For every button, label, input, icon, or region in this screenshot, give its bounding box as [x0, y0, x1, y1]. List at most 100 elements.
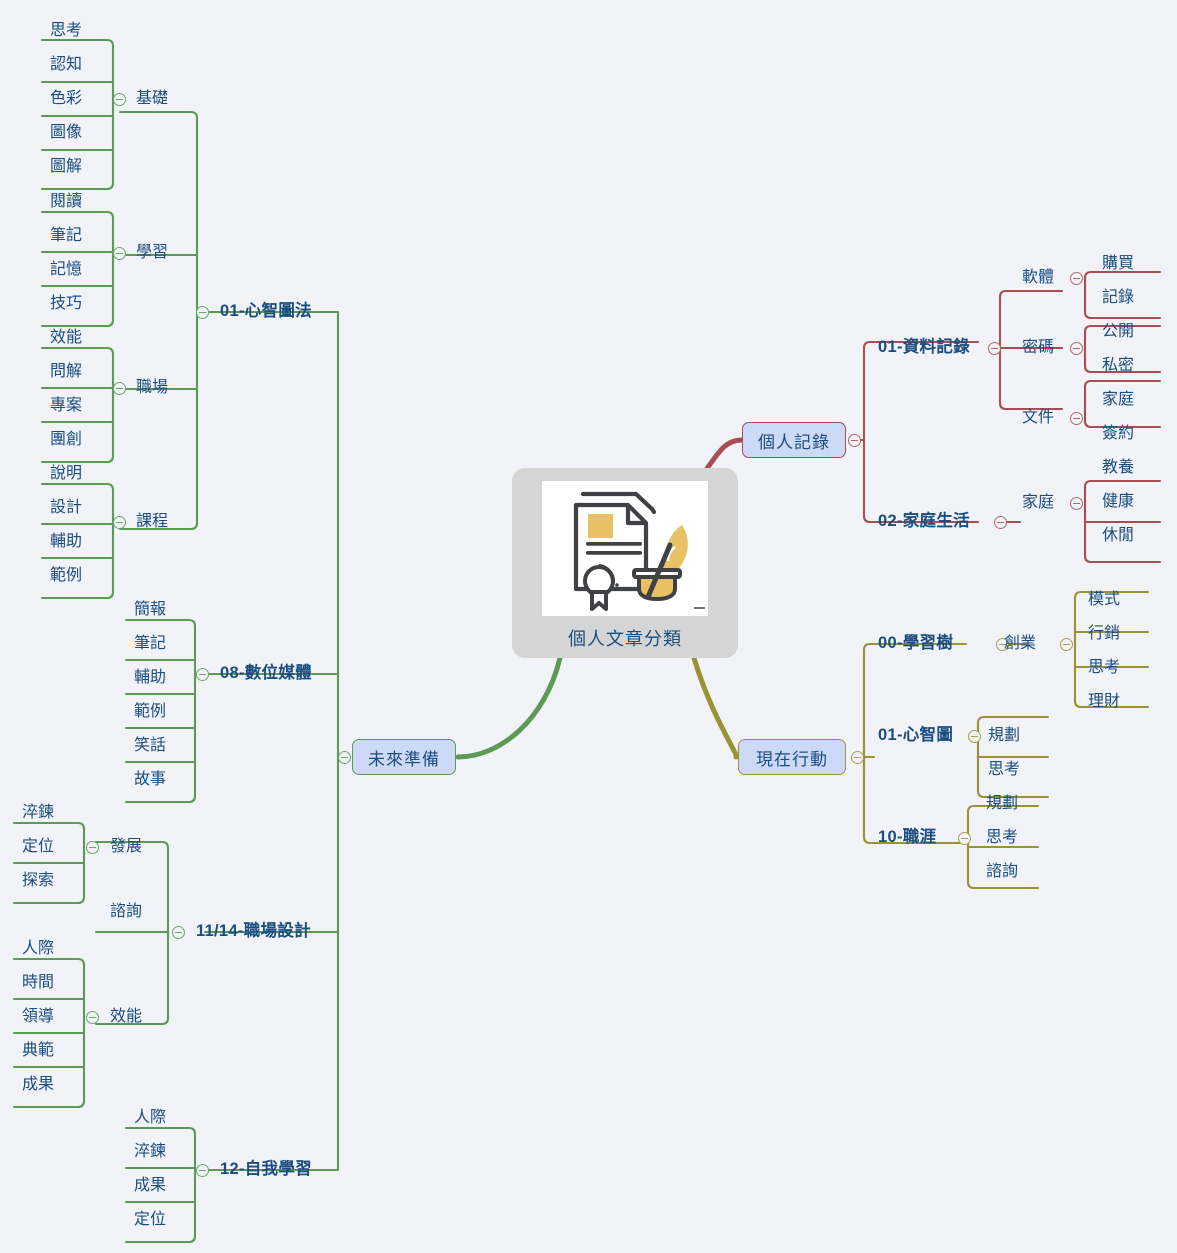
node-01-mindmap[interactable]: 01-心智圖 — [878, 726, 954, 744]
leaf-jianbao[interactable]: 簡報 — [134, 601, 167, 618]
node-10-career[interactable]: 10-職涯 — [878, 828, 937, 846]
node-jichu[interactable]: 基礎 — [136, 90, 169, 107]
root-node[interactable]: 個人文章分類 — [512, 468, 738, 658]
leaf-cuilian2[interactable]: 淬鍊 — [134, 1143, 167, 1160]
leaf-fanli2[interactable]: 範例 — [134, 703, 167, 720]
toggle-02-family-life[interactable] — [994, 516, 1007, 529]
node-02-family-life[interactable]: 02-家庭生活 — [878, 512, 970, 530]
leaf-tuxiang[interactable]: 圖像 — [50, 124, 83, 141]
leaf-xingxiao[interactable]: 行銷 — [1088, 625, 1121, 642]
toggle-jichu[interactable] — [113, 93, 126, 106]
leaf-biji2[interactable]: 筆記 — [134, 635, 167, 652]
leaf-sheji[interactable]: 設計 — [50, 499, 83, 516]
leaf-biji[interactable]: 筆記 — [50, 227, 83, 244]
leaf-yuedu[interactable]: 閱讀 — [50, 193, 83, 210]
leaf-jiankang[interactable]: 健康 — [1102, 493, 1135, 510]
toggle-current-action[interactable] — [851, 751, 864, 764]
leaf-chengguo[interactable]: 成果 — [22, 1076, 55, 1093]
node-01-data-record[interactable]: 01-資料記錄 — [878, 338, 970, 356]
toggle-11-14-workplace-design[interactable] — [172, 926, 185, 939]
node-zixun[interactable]: 諮詢 — [110, 903, 143, 920]
toggle-jiating2[interactable] — [1070, 497, 1083, 510]
leaf-goumai[interactable]: 購買 — [1102, 255, 1135, 272]
leaf-xiaoneng[interactable]: 效能 — [50, 329, 83, 346]
toggle-zhichang[interactable] — [113, 382, 126, 395]
leaf-renzhi[interactable]: 認知 — [50, 56, 83, 73]
leaf-dingwei[interactable]: 定位 — [22, 838, 55, 855]
toggle-01-mindmap[interactable] — [968, 730, 981, 743]
toggle-wenjian[interactable] — [1070, 412, 1083, 425]
toggle-xuexi[interactable] — [113, 247, 126, 260]
leaf-sikao3[interactable]: 思考 — [1088, 659, 1121, 676]
leaf-jiyi[interactable]: 記憶 — [50, 261, 83, 278]
toggle-01-data-record[interactable] — [988, 342, 1001, 355]
leaf-renji[interactable]: 人際 — [22, 940, 55, 957]
leaf-fuzhu[interactable]: 輔助 — [50, 533, 83, 550]
node-fazhan[interactable]: 發展 — [110, 838, 143, 855]
node-08-digital-media[interactable]: 08-數位媒體 — [220, 664, 312, 682]
leaf-fanli[interactable]: 範例 — [50, 567, 83, 584]
leaf-sikao5[interactable]: 思考 — [986, 829, 1019, 846]
leaf-guihua[interactable]: 規劃 — [988, 727, 1021, 744]
node-12-self-learning[interactable]: 12-自我學習 — [220, 1160, 312, 1178]
leaf-sikao4[interactable]: 思考 — [988, 761, 1021, 778]
leaf-licai[interactable]: 理財 — [1088, 693, 1121, 710]
leaf-tansuo[interactable]: 探索 — [22, 872, 55, 889]
leaf-lingdao[interactable]: 領導 — [22, 1008, 55, 1025]
toggle-12-self-learning[interactable] — [196, 1164, 209, 1177]
node-kecheng[interactable]: 課程 — [136, 513, 169, 530]
leaf-zhuanan[interactable]: 專案 — [50, 397, 83, 414]
leaf-jiaoyang[interactable]: 教養 — [1102, 459, 1135, 476]
leaf-moshi[interactable]: 模式 — [1088, 591, 1121, 608]
node-00-learning-tree[interactable]: 00-學習樹 — [878, 634, 954, 652]
toggle-10-career[interactable] — [958, 832, 971, 845]
toggle-future-prep[interactable] — [338, 751, 351, 764]
toggle-kecheng[interactable] — [113, 516, 126, 529]
node-xiaoneng2[interactable]: 效能 — [110, 1008, 143, 1025]
node-jiating2[interactable]: 家庭 — [1022, 494, 1055, 511]
leaf-guihua2[interactable]: 規劃 — [986, 795, 1019, 812]
toggle-mima[interactable] — [1070, 342, 1083, 355]
leaf-simi[interactable]: 私密 — [1102, 357, 1135, 374]
leaf-zixun2[interactable]: 諮詢 — [986, 863, 1019, 880]
toggle-personal-record[interactable] — [848, 434, 861, 447]
leaf-gongkai[interactable]: 公開 — [1102, 323, 1135, 340]
leaf-cuilian[interactable]: 淬鍊 — [22, 804, 55, 821]
leaf-xiaohua[interactable]: 笑話 — [134, 737, 167, 754]
leaf-jiating[interactable]: 家庭 — [1102, 391, 1135, 408]
node-xuexi[interactable]: 學習 — [136, 244, 169, 261]
node-01-mindmap-method[interactable]: 01-心智圖法 — [220, 302, 312, 320]
branch-personal-record[interactable]: 個人記錄 — [742, 422, 846, 458]
leaf-shuoming[interactable]: 說明 — [50, 465, 83, 482]
leaf-fuzhu2[interactable]: 輔助 — [134, 669, 167, 686]
node-11-14-workplace-design[interactable]: 11/14-職場設計 — [196, 922, 311, 940]
branch-future-prep[interactable]: 未來準備 — [352, 739, 456, 775]
toggle-fazhan[interactable] — [86, 841, 99, 854]
toggle-01-mindmap-method[interactable] — [196, 306, 209, 319]
node-wenjian[interactable]: 文件 — [1022, 409, 1055, 426]
leaf-wenjie[interactable]: 問解 — [50, 363, 83, 380]
leaf-shijian[interactable]: 時間 — [22, 974, 55, 991]
toggle-08-digital-media[interactable] — [196, 668, 209, 681]
leaf-xiuxian[interactable]: 休閒 — [1102, 527, 1135, 544]
leaf-dingwei2[interactable]: 定位 — [134, 1211, 167, 1228]
node-mima[interactable]: 密碼 — [1022, 339, 1055, 356]
leaf-dianfan[interactable]: 典範 — [22, 1042, 55, 1059]
leaf-tujie[interactable]: 圖解 — [50, 158, 83, 175]
leaf-renji2[interactable]: 人際 — [134, 1109, 167, 1126]
toggle-chuangye[interactable] — [1060, 638, 1073, 651]
leaf-jilu[interactable]: 記錄 — [1102, 289, 1135, 306]
leaf-jiqiao[interactable]: 技巧 — [50, 295, 83, 312]
leaf-gushi[interactable]: 故事 — [134, 771, 167, 788]
leaf-tuanchuang[interactable]: 團創 — [50, 431, 83, 448]
node-zhichang[interactable]: 職場 — [136, 379, 169, 396]
node-ruanti[interactable]: 軟體 — [1022, 269, 1055, 286]
toggle-xiaoneng2[interactable] — [86, 1011, 99, 1024]
branch-current-action[interactable]: 現在行動 — [738, 739, 846, 775]
leaf-sikao[interactable]: 思考 — [50, 22, 83, 39]
leaf-chengguo2[interactable]: 成果 — [134, 1177, 167, 1194]
leaf-qianyue[interactable]: 簽約 — [1102, 425, 1135, 442]
toggle-00-learning-tree[interactable] — [996, 638, 1009, 651]
leaf-secai[interactable]: 色彩 — [50, 90, 83, 107]
node-chuangye[interactable]: 創業 — [1004, 635, 1037, 652]
